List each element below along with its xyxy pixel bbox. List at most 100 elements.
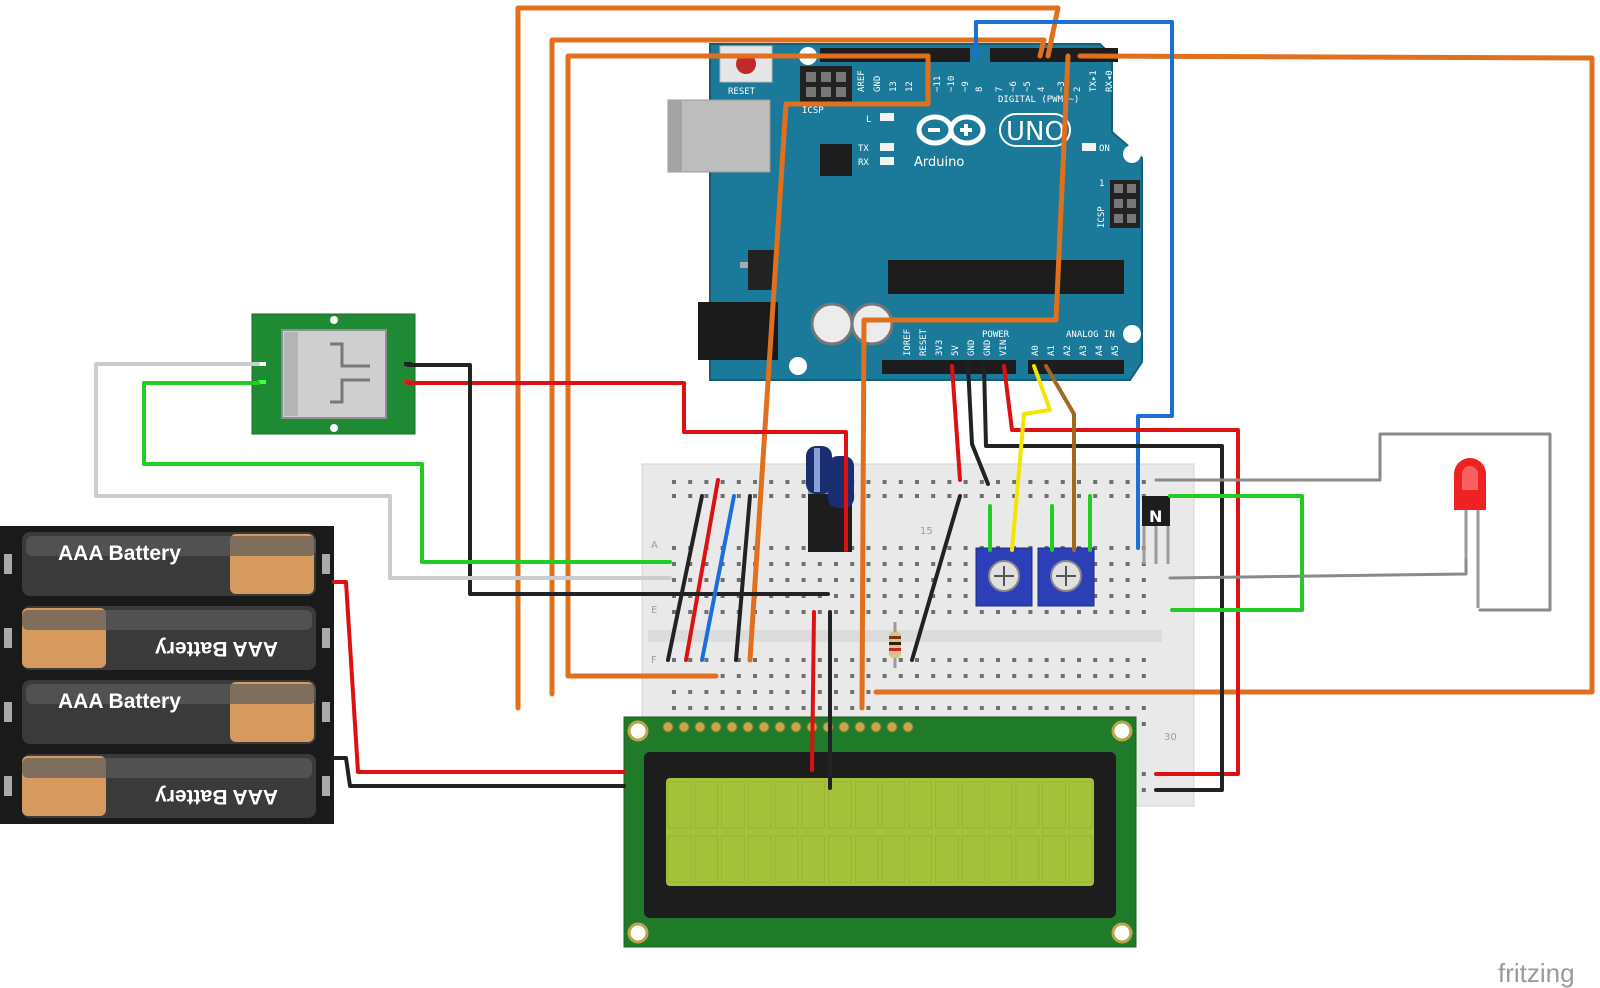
breadboard-hole — [979, 610, 984, 614]
breadboard-hole — [866, 494, 871, 498]
breadboard-hole — [963, 578, 968, 582]
breadboard-hole — [931, 578, 936, 582]
breadboard-hole — [736, 546, 741, 550]
breadboard-hole — [785, 562, 790, 566]
lcd-character-cell — [721, 781, 745, 829]
breadboard-hole — [834, 562, 838, 566]
breadboard-hole — [1028, 706, 1033, 710]
lcd-pin — [694, 721, 706, 733]
mounting-hole — [789, 357, 807, 375]
wire-black — [982, 364, 1224, 792]
breadboard-hole — [947, 562, 952, 566]
breadboard-hole — [1125, 480, 1130, 484]
breadboard-hole — [996, 480, 1000, 484]
breadboard-hole — [882, 480, 887, 484]
lcd-character-cell — [747, 781, 772, 829]
digital-pin-label: TX▸1 — [1089, 70, 1099, 92]
breadboard-hole — [1125, 658, 1130, 662]
transistor-label: N — [1149, 507, 1162, 526]
breadboard-hole — [1044, 658, 1049, 662]
breadboard-hole — [769, 658, 774, 662]
breadboard-hole — [1044, 706, 1049, 710]
breadboard-hole — [979, 706, 984, 710]
breadboard-hole — [817, 562, 822, 566]
mounting-hole — [1123, 325, 1141, 343]
aaa-battery-cell: AAA Battery — [4, 754, 330, 818]
breadboard-hole — [915, 480, 919, 484]
breadboard-hole — [769, 562, 774, 566]
lcd-pin — [854, 721, 866, 733]
breadboard-hole — [915, 562, 919, 566]
breadboard-hole — [931, 658, 936, 662]
breadboard-hole — [898, 658, 903, 662]
npn-transistor: N — [1142, 496, 1170, 564]
breadboard-hole — [850, 610, 855, 614]
analog-pin-label: A3 — [1079, 345, 1089, 356]
lcd-character-cell — [774, 835, 799, 883]
breadboard-hole — [1141, 722, 1146, 726]
breadboard-hole — [801, 562, 806, 566]
lcd-pin — [710, 721, 722, 733]
digital-pin-label: ~9 — [961, 81, 971, 92]
wire-black — [406, 363, 830, 596]
lcd-pin — [886, 721, 898, 733]
wire-orange — [515, 5, 1061, 711]
breadboard-hole — [1109, 674, 1114, 678]
breadboard-hole — [736, 578, 741, 582]
breadboard-hole — [1109, 610, 1114, 614]
breadboard-hole — [915, 674, 919, 678]
breadboard-hole — [753, 658, 757, 662]
dc-power-jack — [698, 302, 778, 360]
breadboard-hole — [963, 706, 968, 710]
breadboard-hole — [834, 610, 838, 614]
breadboard-hole — [688, 480, 693, 484]
lcd-character-cell — [908, 835, 933, 883]
breadboard-hole — [1077, 658, 1081, 662]
digital-pin-label: ~10 — [947, 76, 957, 92]
breadboard-hole — [801, 480, 806, 484]
led-on — [1082, 143, 1096, 151]
breadboard-hole — [898, 674, 903, 678]
breadboard-hole — [947, 610, 952, 614]
wire-blue — [700, 494, 736, 662]
breadboard-hole — [801, 658, 806, 662]
breadboard-hole — [898, 578, 903, 582]
breadboard-hole — [1012, 674, 1017, 678]
breadboard-hole — [898, 494, 903, 498]
breadboard-hole — [866, 674, 871, 678]
breadboard-hole — [704, 480, 709, 484]
breadboard-hole — [688, 690, 693, 694]
breadboard-hole — [704, 706, 709, 710]
lcd-character-cell — [881, 835, 906, 883]
breadboard-hole — [915, 706, 919, 710]
breadboard-hole — [1060, 706, 1065, 710]
breadboard-hole — [915, 610, 919, 614]
breadboard-hole — [769, 494, 774, 498]
breadboard-hole — [817, 658, 822, 662]
breadboard-hole — [704, 690, 709, 694]
breadboard-hole — [1109, 706, 1114, 710]
battery-label: AAA Battery — [58, 690, 181, 713]
breadboard-hole — [850, 706, 855, 710]
breadboard-hole — [1093, 480, 1098, 484]
breadboard-hole — [688, 494, 693, 498]
breadboard-hole — [1060, 610, 1065, 614]
breadboard-hole — [1109, 658, 1114, 662]
breadboard-hole — [1093, 658, 1098, 662]
lcd-pin — [678, 721, 690, 733]
lcd-character-cell — [801, 781, 826, 829]
breadboard-hole — [769, 610, 774, 614]
lcd-character-grid — [667, 781, 1093, 883]
lcd-character-cell — [854, 781, 879, 829]
breadboard-hole — [979, 674, 984, 678]
breadboard-hole — [963, 546, 968, 550]
digital-pin-label: 7 — [995, 87, 1005, 92]
breadboard-hole — [898, 706, 903, 710]
breadboard-hole — [1125, 674, 1130, 678]
led-tx-label: TX — [858, 144, 869, 154]
lcd-pin — [758, 721, 770, 733]
lcd-character-cell — [1042, 835, 1066, 883]
breadboard-hole — [931, 494, 936, 498]
power-header-label: POWER — [982, 330, 1010, 340]
breadboard-hole — [1077, 674, 1081, 678]
